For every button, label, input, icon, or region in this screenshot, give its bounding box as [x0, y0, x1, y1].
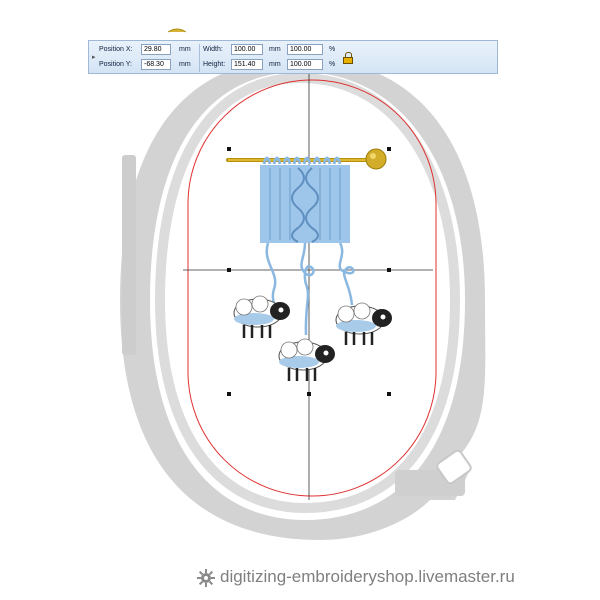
selection-handles[interactable] — [227, 147, 391, 396]
position-y-label: Position Y: — [99, 61, 132, 68]
crosshair — [183, 74, 433, 500]
width-percent-unit: % — [329, 46, 336, 53]
width-unit: mm — [269, 46, 281, 53]
position-x-unit: mm — [179, 46, 191, 53]
stitch-area-boundary — [187, 79, 437, 497]
knitted-fabric-icon — [260, 165, 350, 243]
embroidery-hoop — [120, 58, 486, 540]
sheep-icon — [278, 338, 335, 381]
height-label: Height: — [203, 61, 226, 68]
width-input[interactable] — [231, 44, 263, 55]
sheep-icon — [233, 295, 290, 338]
position-x-label: Position X: — [99, 46, 133, 53]
position-x-input[interactable] — [141, 44, 171, 55]
height-unit: mm — [269, 61, 281, 68]
toolbar-row-position-y: Position Y: mm Height: mm % — [89, 58, 497, 73]
lock-icon[interactable] — [343, 52, 353, 64]
toolbar-grip-icon[interactable]: ▸ — [92, 54, 96, 61]
position-size-toolbar: ▸ Position X: mm Width: mm % Position Y:… — [88, 40, 498, 74]
knitting-design[interactable] — [226, 148, 392, 381]
watermark-text: digitizing-embroideryshop.livemaster.ru — [220, 567, 515, 586]
position-y-unit: mm — [179, 61, 191, 68]
height-input[interactable] — [231, 59, 263, 70]
height-percent-unit: % — [329, 61, 336, 68]
toolbar-row-position-x: Position X: mm Width: mm % — [89, 43, 497, 58]
toolbar-separator — [199, 44, 200, 72]
height-percent-input[interactable] — [287, 59, 323, 70]
gear-icon — [197, 569, 215, 587]
sheep-icon — [335, 302, 392, 345]
hoop-screw[interactable] — [395, 449, 472, 496]
width-label: Width: — [203, 46, 223, 53]
width-percent-input[interactable] — [287, 44, 323, 55]
position-y-input[interactable] — [141, 59, 171, 70]
top-gold-edge — [167, 28, 187, 33]
